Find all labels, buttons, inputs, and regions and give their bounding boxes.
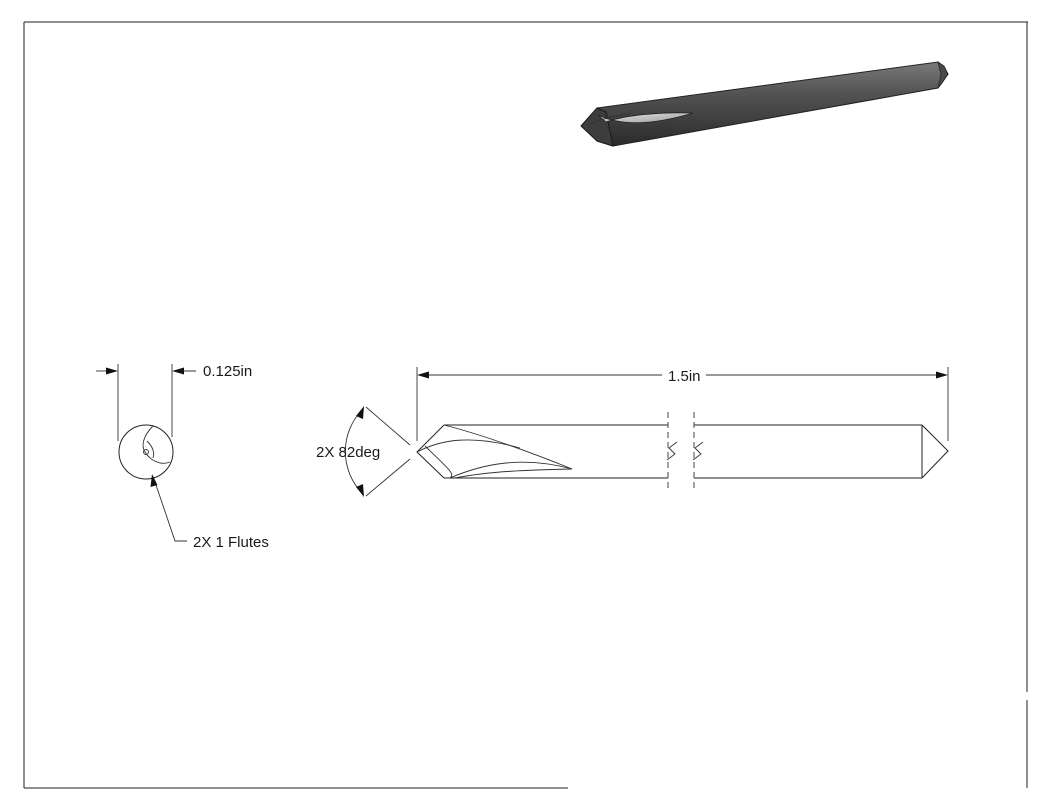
- length-dimension-label: 1.5in: [668, 368, 701, 385]
- iso-shank: [596, 61, 949, 147]
- iso-flute: [597, 112, 694, 124]
- side-view-drill: [416, 412, 949, 492]
- point-angle-label: 2X 82deg: [316, 444, 380, 461]
- flute-note-label: 2X 1 Flutes: [193, 534, 269, 551]
- diameter-dimension-label: 0.125in: [203, 363, 252, 380]
- flute-leader: [150, 474, 187, 542]
- end-view: [96, 364, 196, 480]
- isometric-drill-view: [580, 61, 949, 147]
- sheet-border: [23, 21, 1028, 789]
- angle-dimension: [344, 406, 411, 497]
- length-dimension: [416, 367, 949, 441]
